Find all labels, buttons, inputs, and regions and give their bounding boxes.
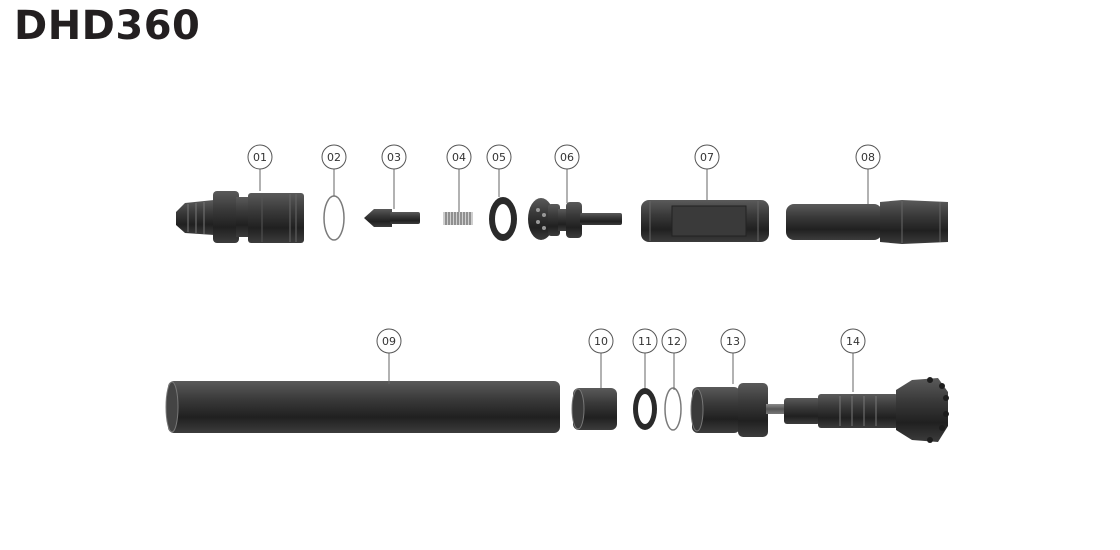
callout-circle: [840, 328, 866, 354]
part-07-piston: [641, 200, 769, 242]
callout-circle: [376, 328, 402, 354]
callout-13: 13: [720, 328, 746, 384]
part-09-outer-cylinder: [165, 381, 560, 433]
callout-label: 02: [327, 151, 341, 164]
callout-circle: [632, 328, 658, 354]
callout-circle: [446, 144, 472, 170]
callout-12: 12: [661, 328, 687, 390]
callout-circle: [486, 144, 512, 170]
callout-06: 06: [554, 144, 580, 203]
callout-layer: 01 02 03 04 05 06 07 08 09 10 11 12 13 14: [247, 144, 881, 392]
callout-label: 09: [382, 335, 396, 348]
callout-circle: [381, 144, 407, 170]
callout-circle: [247, 144, 273, 170]
callout-label: 06: [560, 151, 574, 164]
part-08-inner-cylinder: [786, 200, 948, 244]
part-13-chuck: [690, 383, 786, 437]
callout-label: 03: [387, 151, 401, 164]
callout-03: 03: [381, 144, 407, 209]
part-06-air-distributor: [528, 198, 622, 240]
callout-circle: [855, 144, 881, 170]
page-title: DHD360: [14, 3, 201, 49]
callout-label: 10: [594, 335, 608, 348]
callout-circle: [694, 144, 720, 170]
part-05-ring: [489, 197, 517, 241]
callout-label: 14: [846, 335, 860, 348]
part-02-o-ring: [323, 195, 345, 241]
callout-circle: [554, 144, 580, 170]
callout-label: 08: [861, 151, 875, 164]
part-04-spring: [443, 212, 473, 225]
callout-09: 09: [376, 328, 402, 384]
callout-label: 04: [452, 151, 466, 164]
callout-10: 10: [588, 328, 614, 388]
part-03-check-valve: [364, 209, 420, 227]
part-10-guide-sleeve: [571, 388, 617, 430]
part-01-top-sub: [176, 191, 304, 243]
callout-01: 01: [247, 144, 273, 191]
callout-07: 07: [694, 144, 720, 200]
callout-04: 04: [446, 144, 472, 212]
callout-label: 12: [667, 335, 681, 348]
callout-11: 11: [632, 328, 658, 388]
callout-05: 05: [486, 144, 512, 197]
part-12-o-ring: [664, 387, 682, 431]
part-14-drill-bit: [784, 377, 949, 443]
part-11-ring: [633, 388, 657, 430]
callout-circle: [321, 144, 347, 170]
callout-label: 13: [726, 335, 740, 348]
callout-08: 08: [855, 144, 881, 204]
callout-label: 07: [700, 151, 714, 164]
callout-label: 11: [638, 335, 652, 348]
callout-circle: [720, 328, 746, 354]
callout-label: 05: [492, 151, 506, 164]
callout-02: 02: [321, 144, 347, 196]
callout-14: 14: [840, 328, 866, 392]
callout-circle: [661, 328, 687, 354]
callout-circle: [588, 328, 614, 354]
callout-label: 01: [253, 151, 267, 164]
